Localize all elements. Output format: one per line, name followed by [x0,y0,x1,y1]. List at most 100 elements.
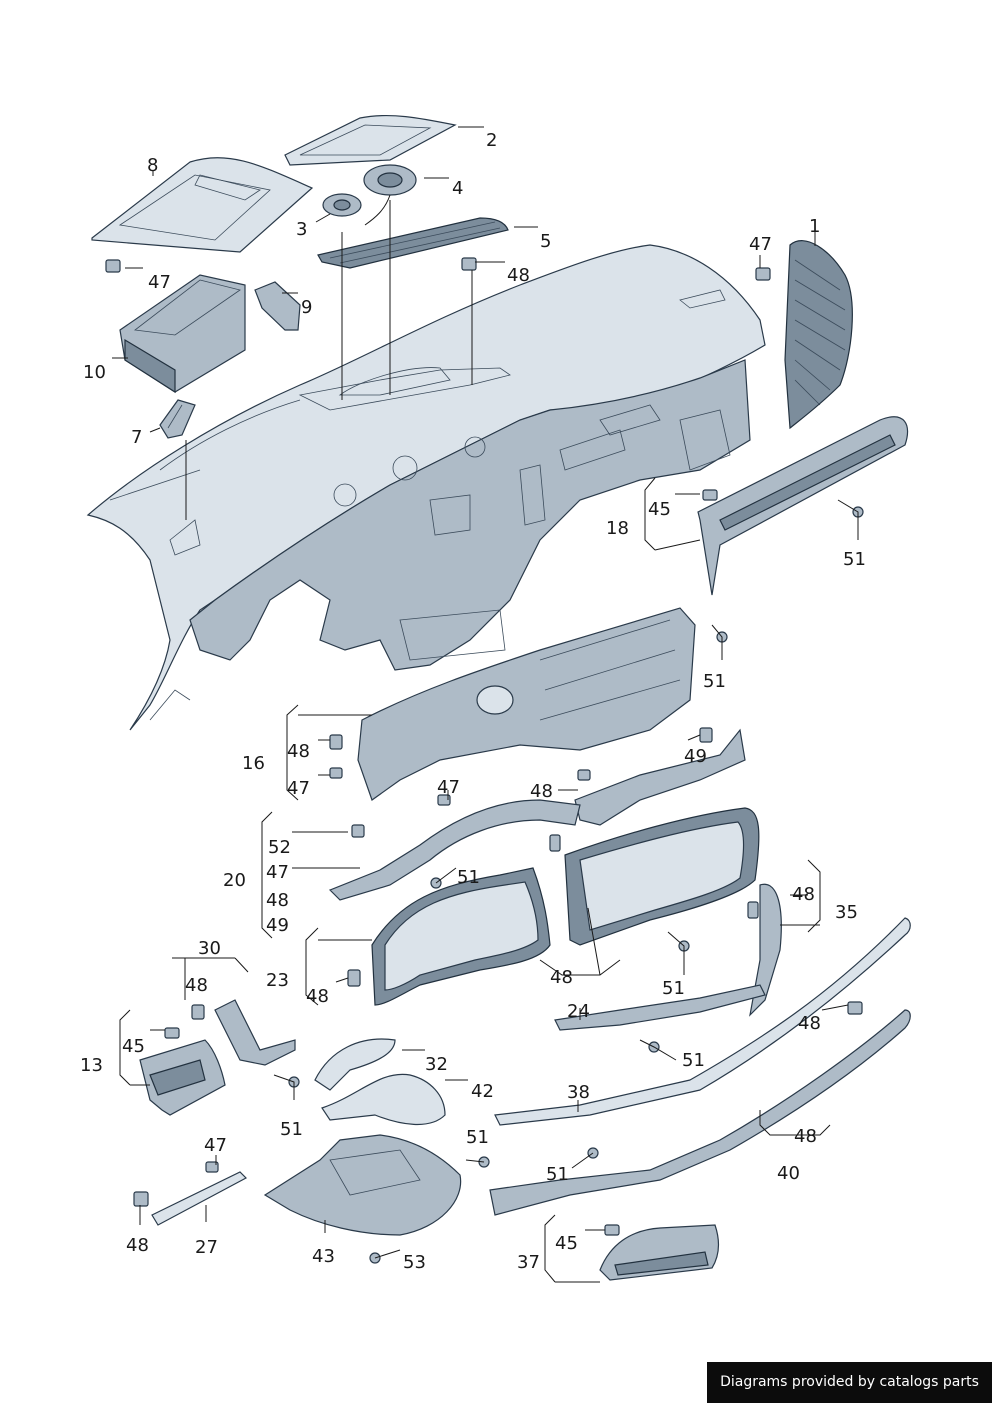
part-label-51: 51 [662,978,685,999]
part-label-37: 37 [517,1252,540,1273]
part-label-45: 45 [555,1233,578,1254]
part-label-51: 51 [280,1119,303,1140]
clip [747,901,759,919]
part-label-20: 20 [223,870,246,891]
part-3-speaker [322,193,362,217]
part-label-1: 1 [809,216,820,237]
part-16-carrier [357,607,696,801]
part-43-lower-cover [263,1134,462,1236]
part-label-51: 51 [843,549,866,570]
part-label-47: 47 [287,778,310,799]
part-24-strip [554,984,766,1031]
part-label-38: 38 [567,1082,590,1103]
dashboard-panel [86,244,766,731]
part-label-13: 13 [80,1055,103,1076]
clip [105,259,121,273]
part-label-51: 51 [682,1050,705,1071]
part-label-24: 24 [567,1001,590,1022]
part-label-45: 45 [122,1036,145,1057]
part-label-51: 51 [457,867,480,888]
part-label-47: 47 [204,1135,227,1156]
part-label-40: 40 [777,1163,800,1184]
part-13-vent [139,1039,226,1116]
clip [133,1191,149,1207]
part-label-48: 48 [794,1126,817,1147]
part-label-42: 42 [471,1081,494,1102]
part-label-53: 53 [403,1252,426,1273]
clip [699,727,713,743]
clip [847,1001,863,1015]
part-label-2: 2 [486,130,497,151]
part-20-crossbar [328,799,581,901]
clip [702,489,718,501]
part-label-9: 9 [301,297,312,318]
clip [191,1004,205,1020]
part-label-51: 51 [466,1127,489,1148]
part-label-48: 48 [550,967,573,988]
part-label-5: 5 [540,231,551,252]
part-label-47: 47 [148,272,171,293]
part-labels: 1 2 3 4 5 7 8 9 10 13 16 18 20 23 24 27 … [80,130,866,1273]
part-35-trim [749,883,782,1017]
part-label-48: 48 [126,1235,149,1256]
part-9-bracket [254,281,301,331]
clip [329,734,343,750]
part-label-47: 47 [749,234,772,255]
clip [577,769,591,781]
part-label-48: 48 [792,884,815,905]
part-32-trim [314,1038,396,1091]
part-label-48: 48 [185,975,208,996]
part-label-18: 18 [606,518,629,539]
part-label-3: 3 [296,219,307,240]
part-18-vent-strip [697,416,909,596]
part-label-27: 27 [195,1237,218,1258]
part-label-51: 51 [703,671,726,692]
part-23-cluster-frame [371,867,551,1006]
part-40-strip [489,1009,911,1216]
part-label-48: 48 [306,986,329,1007]
part-5-grille [317,217,509,269]
part-10-airbag [119,274,246,394]
part-label-45: 45 [648,499,671,520]
part-38-strip [494,917,911,1126]
part-label-47: 47 [266,862,289,883]
part-27-trim [151,1171,247,1226]
part-label-23: 23 [266,970,289,991]
part-1-cover-panel [784,240,853,430]
clip [604,1224,620,1236]
part-label-10: 10 [83,362,106,383]
part-label-43: 43 [312,1246,335,1267]
clip [755,267,771,281]
attribution-footer: Diagrams provided by catalogs parts [707,1362,992,1403]
clip [437,794,451,806]
leader-lines [112,126,859,1283]
part-label-49: 49 [266,915,289,936]
part-49-duct [574,728,746,826]
clip [549,834,561,852]
part-30-bracket [214,999,296,1066]
clip [347,969,361,987]
part-label-30: 30 [198,938,221,959]
part-label-48: 48 [287,741,310,762]
part-label-16: 16 [242,753,265,774]
part-label-35: 35 [835,902,858,923]
clip [351,824,365,838]
clip [164,1027,180,1039]
clip [329,767,343,779]
part-37-vent [599,1224,719,1281]
part-label-49: 49 [684,746,707,767]
part-label-32: 32 [425,1054,448,1075]
clip [205,1161,219,1173]
part-label-4: 4 [452,178,463,199]
part-8-cover [91,157,314,253]
clip [461,257,477,271]
part-48-frame [564,807,760,946]
part-label-51: 51 [546,1164,569,1185]
part-2-trim [284,114,457,166]
part-label-8: 8 [147,155,158,176]
part-label-47: 47 [437,777,460,798]
part-42-column-cover [321,1073,446,1126]
part-label-48: 48 [507,265,530,286]
part-4-speaker [363,164,417,226]
